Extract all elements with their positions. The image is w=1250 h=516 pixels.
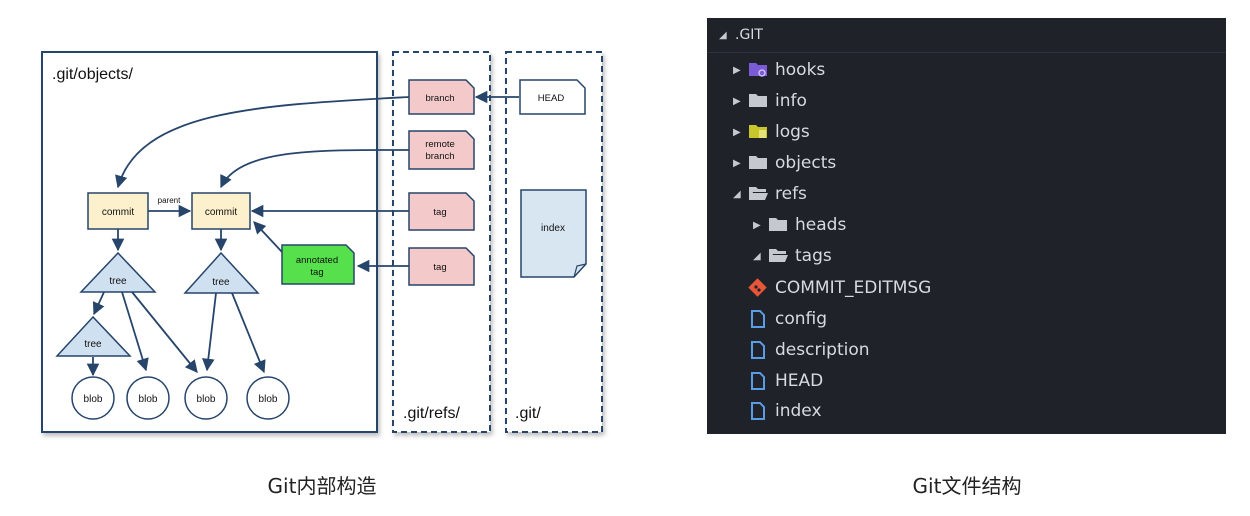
branch-ref-node bbox=[408, 79, 475, 115]
commit-node bbox=[191, 192, 251, 230]
commit-label: commit bbox=[102, 207, 134, 218]
tree-item-label: tags bbox=[795, 246, 832, 266]
branch-ref-label: branch bbox=[425, 93, 454, 104]
tree-item-tags[interactable]: ◢ tags bbox=[753, 241, 832, 271]
objects-panel-label: .git/objects/ bbox=[52, 66, 133, 83]
file-tree-caption: Git文件结构 bbox=[912, 474, 1022, 498]
tree-node bbox=[79, 251, 157, 293]
file-icon bbox=[747, 371, 773, 391]
git-internals-diagram: .git/objects/ .git/refs/ .git/ commit co… bbox=[41, 51, 603, 433]
tree-node bbox=[183, 251, 260, 294]
remote-branch-label-2: branch bbox=[425, 151, 454, 162]
open-folder-icon bbox=[747, 184, 773, 204]
annotated-tag-label-1: annotated bbox=[296, 255, 338, 266]
diagram-caption: Git内部构造 bbox=[267, 474, 377, 498]
tree-label: tree bbox=[84, 339, 102, 350]
explorer-header[interactable]: ◢ .GIT bbox=[707, 18, 1226, 53]
folder-icon bbox=[767, 215, 793, 235]
index-fold bbox=[573, 263, 587, 278]
git-panel-label: .git/ bbox=[515, 405, 541, 422]
commit-label: commit bbox=[205, 207, 237, 218]
file-icon bbox=[747, 401, 773, 421]
tree-item-head[interactable]: HEAD bbox=[747, 366, 823, 396]
tree-item-label: hooks bbox=[775, 60, 826, 80]
remote-branch-label-1: remote bbox=[425, 139, 455, 150]
chevron-right-icon[interactable]: ▶ bbox=[733, 126, 741, 138]
blob-label: blob bbox=[139, 394, 158, 405]
edge-tree2-blob4 bbox=[231, 292, 266, 374]
edge-tree1-blob2 bbox=[121, 291, 149, 372]
edge-tree1-tree3 bbox=[92, 291, 105, 316]
blob-label: blob bbox=[197, 394, 216, 405]
head-label: HEAD bbox=[538, 93, 565, 104]
hooks-folder-icon bbox=[747, 60, 773, 80]
tree-item-commit-editmsg[interactable]: COMMIT_EDITMSG bbox=[747, 273, 931, 303]
tree-item-label: config bbox=[775, 309, 828, 329]
blob-node bbox=[71, 376, 115, 420]
file-explorer: ◢ .GIT ▶ hooks ▶ info ▶ logs ▶ objects ◢… bbox=[707, 18, 1226, 434]
tag-ref-node bbox=[408, 247, 475, 286]
chevron-right-icon[interactable]: ▶ bbox=[733, 64, 741, 76]
edge-branch-commit1 bbox=[115, 96, 410, 189]
tree-item-label: description bbox=[775, 340, 870, 360]
folder-icon bbox=[747, 91, 773, 111]
tree-item-label: logs bbox=[775, 122, 810, 142]
tag-ref-label: tag bbox=[433, 207, 446, 218]
open-folder-icon bbox=[767, 246, 793, 266]
tree-item-label: HEAD bbox=[775, 371, 824, 391]
tree-node bbox=[55, 315, 132, 357]
index-label: index bbox=[541, 223, 565, 234]
chevron-down-icon[interactable]: ◢ bbox=[733, 188, 741, 200]
tree-item-description[interactable]: description bbox=[747, 335, 870, 365]
tree-label: tree bbox=[109, 276, 127, 287]
blob-node bbox=[184, 376, 228, 420]
annotated-tag-node bbox=[281, 244, 355, 285]
edge-remote-commit2 bbox=[220, 149, 410, 189]
remote-branch-ref-node bbox=[408, 130, 475, 170]
parent-label: parent bbox=[158, 196, 181, 205]
tree-item-index[interactable]: index bbox=[747, 396, 822, 426]
tree-item-label: heads bbox=[795, 215, 847, 235]
blob-node bbox=[246, 376, 290, 420]
git-icon bbox=[747, 278, 773, 298]
chevron-down-icon[interactable]: ◢ bbox=[753, 250, 761, 262]
index-node bbox=[520, 189, 587, 278]
tree-item-label: refs bbox=[775, 184, 807, 204]
chevron-right-icon[interactable]: ▶ bbox=[753, 219, 761, 231]
commit-node bbox=[87, 192, 149, 230]
tree-item-hooks[interactable]: ▶ hooks bbox=[733, 55, 825, 85]
tag-ref-label: tag bbox=[433, 262, 446, 273]
tree-item-info[interactable]: ▶ info bbox=[733, 86, 807, 116]
tree-item-label: COMMIT_EDITMSG bbox=[775, 278, 932, 298]
blob-node bbox=[126, 376, 170, 420]
file-icon bbox=[747, 340, 773, 360]
edge-annotated-commit2 bbox=[253, 221, 283, 253]
blob-label: blob bbox=[84, 394, 103, 405]
tree-item-objects[interactable]: ▶ objects bbox=[733, 148, 836, 178]
annotated-tag-label-2: tag bbox=[310, 267, 323, 278]
tree-item-refs[interactable]: ◢ refs bbox=[733, 179, 807, 209]
file-icon bbox=[747, 309, 773, 329]
tree-item-label: index bbox=[775, 401, 822, 421]
explorer-root-label: .GIT bbox=[735, 27, 763, 43]
tree-item-logs[interactable]: ▶ logs bbox=[733, 117, 810, 147]
tree-label: tree bbox=[212, 277, 230, 288]
tree-item-heads[interactable]: ▶ heads bbox=[753, 210, 846, 240]
chevron-down-icon[interactable]: ◢ bbox=[719, 29, 727, 41]
chevron-right-icon[interactable]: ▶ bbox=[733, 95, 741, 107]
folder-icon bbox=[747, 153, 773, 173]
chevron-right-icon[interactable]: ▶ bbox=[733, 157, 741, 169]
refs-panel bbox=[392, 51, 491, 433]
edge-tree2-blob3 bbox=[202, 292, 217, 372]
logs-folder-icon bbox=[747, 122, 773, 142]
tree-item-label: info bbox=[775, 91, 807, 111]
head-node bbox=[519, 79, 586, 115]
blob-label: blob bbox=[259, 394, 278, 405]
refs-panel-label: .git/refs/ bbox=[403, 405, 460, 422]
tag-ref-node bbox=[408, 192, 475, 231]
tree-item-label: objects bbox=[775, 153, 837, 173]
tree-item-config[interactable]: config bbox=[747, 304, 827, 334]
edge-tree1-blob3 bbox=[131, 291, 198, 373]
